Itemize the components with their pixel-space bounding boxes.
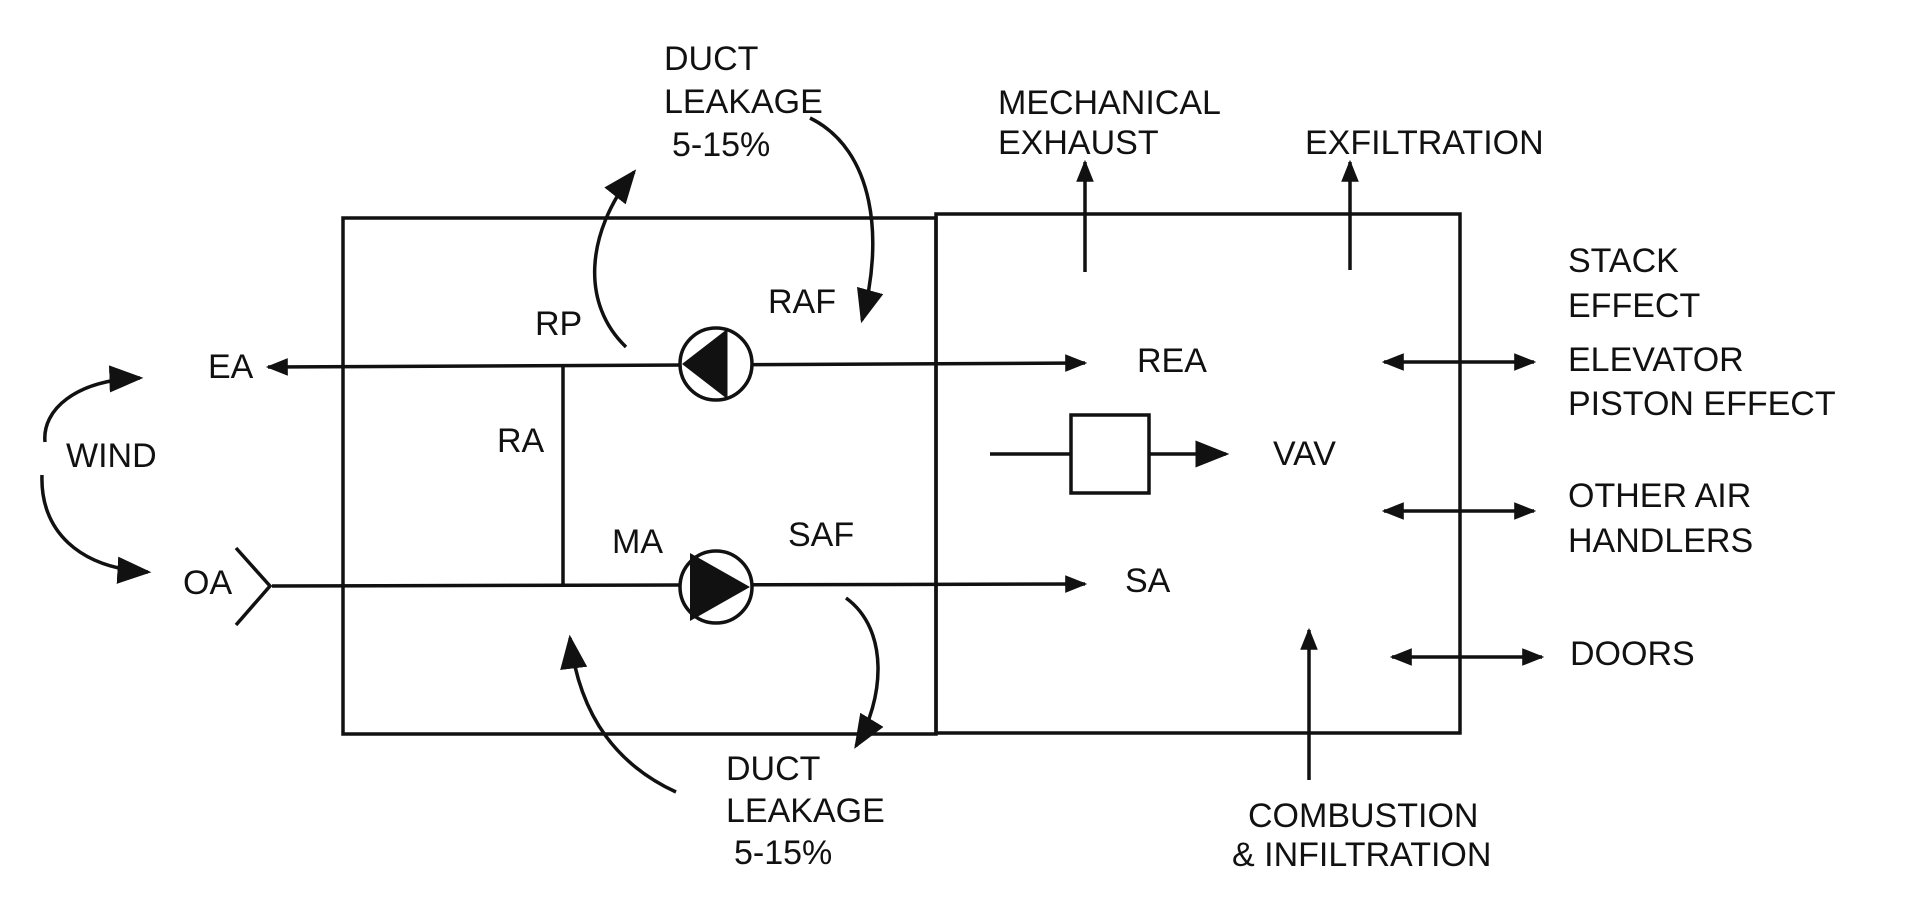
duct-leakage-top-label: DUCT LEAKAGE 5-15% <box>664 40 832 164</box>
duct-leakage-supply-out-arrow <box>844 596 884 749</box>
wind-bottom-arrow <box>40 474 152 584</box>
duct-leakage-bottom-label: DUCT LEAKAGE 5-15% <box>726 750 894 872</box>
ea-label: EA <box>208 348 254 386</box>
elevator-piston-effect-label: ELEVATOR PISTON EFFECT <box>1568 341 1836 423</box>
vav-box-icon <box>1069 413 1151 495</box>
rp-label: RP <box>535 305 582 343</box>
doors-label: DOORS <box>1570 635 1695 673</box>
saf-label: SAF <box>788 516 854 554</box>
exfiltration-label: EXFILTRATION <box>1305 124 1544 162</box>
exhaust-air-line <box>265 354 1088 376</box>
ma-label: MA <box>612 523 663 561</box>
return-air-fan-icon <box>678 326 754 402</box>
ra-label: RA <box>497 422 545 460</box>
vav-label: VAV <box>1273 435 1336 473</box>
raf-label: RAF <box>768 283 836 321</box>
outside-air-intake-icon <box>234 546 273 627</box>
supply-air-fan-icon <box>678 549 754 625</box>
sa-label: SA <box>1125 562 1171 600</box>
air-handler-box <box>341 216 938 736</box>
wind-top-arrow <box>43 365 144 443</box>
oa-label: OA <box>183 564 232 602</box>
building-space-box <box>934 212 1462 735</box>
duct-leakage-return-in-arrow <box>809 116 884 324</box>
rea-label: REA <box>1137 342 1207 380</box>
other-air-handlers-label: OTHER AIR HANDLERS <box>1568 477 1761 560</box>
duct-leakage-return-out-arrow <box>592 169 637 349</box>
stack-effect-label: STACK EFFECT <box>1568 242 1700 325</box>
combustion-infiltration-label: COMBUSTION & INFILTRATION <box>1232 797 1491 874</box>
wind-label: WIND <box>66 437 157 475</box>
duct-leakage-supply-in-arrow <box>560 634 677 794</box>
mechanical-exhaust-label: MECHANICAL EXHAUST <box>998 84 1229 162</box>
